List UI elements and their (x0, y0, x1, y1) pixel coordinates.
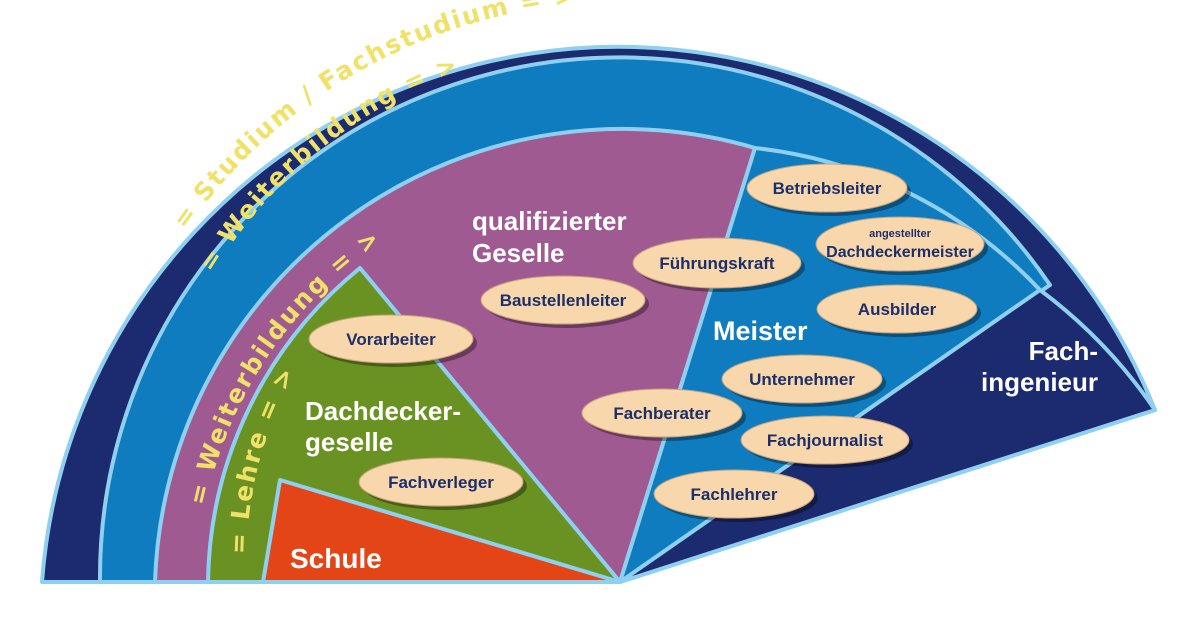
role-dachdeckermeister: angestellter Dachdeckermeister (815, 216, 988, 275)
label-schule: Schule (290, 543, 382, 574)
label-fachingenieur-1: Fach- (1029, 336, 1098, 366)
svg-text:angestellter: angestellter (869, 228, 931, 240)
role-ausbilder: Ausbilder (816, 284, 981, 337)
label-qualifizierter-1: qualifizierter (472, 206, 627, 236)
role-fuehrungskraft: Führungskraft (632, 237, 805, 292)
label-meister: Meister (713, 316, 808, 346)
svg-text:Betriebsleiter: Betriebsleiter (773, 179, 882, 198)
svg-text:Fachverleger: Fachverleger (388, 473, 494, 492)
label-fachingenieur-2: ingenieur (981, 367, 1098, 397)
label-dachdeckergeselle-2: geselle (305, 427, 393, 457)
role-unternehmer: Unternehmer (721, 354, 886, 407)
role-fachberater: Fachberater (581, 388, 746, 441)
svg-text:Fachjournalist: Fachjournalist (767, 431, 884, 450)
role-fachjournalist: Fachjournalist (740, 415, 913, 468)
role-vorarbeiter: Vorarbeiter (308, 314, 477, 367)
svg-text:Dachdeckermeister: Dachdeckermeister (826, 244, 974, 261)
svg-text:Führungskraft: Führungskraft (659, 254, 775, 273)
role-betriebsleiter: Betriebsleiter (746, 163, 911, 216)
role-fachlehrer: Fachlehrer (653, 469, 818, 522)
role-baustellenleiter: Baustellenleiter (480, 275, 649, 328)
svg-text:Fachberater: Fachberater (613, 404, 711, 423)
sector-schule (261, 478, 622, 584)
role-fachverleger: Fachverleger (358, 457, 527, 510)
svg-text:Baustellenleiter: Baustellenleiter (500, 291, 627, 310)
svg-text:Ausbilder: Ausbilder (858, 300, 937, 319)
svg-text:Unternehmer: Unternehmer (749, 370, 855, 389)
svg-text:Vorarbeiter: Vorarbeiter (346, 330, 436, 349)
svg-text:Fachlehrer: Fachlehrer (691, 485, 778, 504)
label-dachdeckergeselle-1: Dachdecker- (305, 396, 461, 426)
label-qualifizierter-2: Geselle (472, 238, 565, 268)
